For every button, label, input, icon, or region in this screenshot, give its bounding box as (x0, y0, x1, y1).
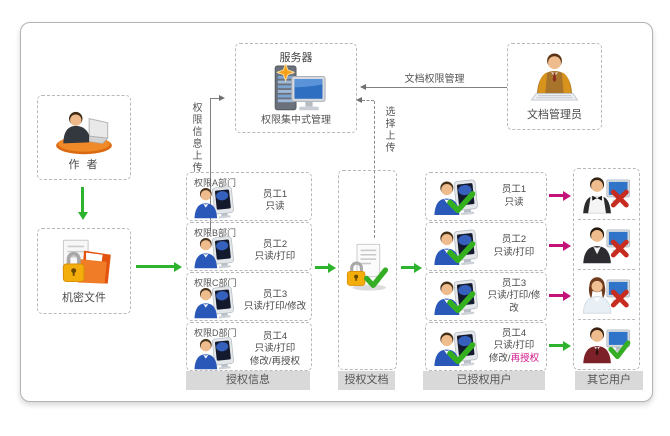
authorized-user-row-1: 员工1 只读 (425, 172, 547, 221)
row-divider (578, 219, 635, 220)
server-box: 服务器 权限集中式管理 (235, 43, 357, 133)
confidential-file-box: 机密文件 (37, 228, 131, 314)
confidential-file-icon (51, 238, 117, 292)
arrow-author-to-file (81, 187, 84, 212)
auth-info-footer: 授权信息 (186, 371, 310, 390)
employee-text: 员工3 只读/打印/修改 (241, 282, 309, 320)
employee-name: 员工4 (262, 330, 288, 342)
employee-name: 员工1 (501, 184, 527, 195)
dept-label: 权限A部门 (194, 178, 237, 188)
dept-label: 权限B部门 (194, 228, 237, 238)
authorized-user-row-2: 员工2 只读/打印 (425, 222, 547, 271)
employee-text: 员工4 只读/打印 修改/再授权 (241, 329, 309, 370)
employee-name: 员工2 (262, 238, 288, 250)
employee-text: 员工2 只读/打印 (484, 223, 544, 270)
dept-label: 权限C部门 (194, 278, 237, 288)
auth-info-row-d: 权限D部门 员工4 只读/打印 修改/再授权 (186, 322, 312, 371)
confidential-file-label: 机密文件 (62, 292, 106, 304)
server-caption: 权限集中式管理 (261, 115, 331, 126)
select-upload-line-v (374, 101, 375, 238)
employee-name: 员工3 (262, 288, 288, 300)
employee-name: 员工1 (262, 188, 288, 200)
employee-text: 员工3 只读/打印/修改 (484, 273, 544, 320)
author-label: 作 者 (68, 159, 100, 171)
employee-name: 员工4 (501, 327, 527, 339)
author-box: 作 者 (37, 95, 131, 180)
arrow-denied-2 (549, 244, 563, 247)
perm-info-upload-label: 权限信息上传 (190, 102, 201, 174)
employee-perms: 只读/打印 (254, 251, 296, 262)
denied-user-woman-icon (580, 275, 632, 314)
other-users-box (573, 168, 640, 370)
employee-device-icon (192, 285, 238, 319)
arrow-doc-to-users (401, 266, 414, 269)
employee-text: 员工4 只读/打印 修改/再授权 (484, 323, 544, 370)
denied-user-vest-icon (580, 225, 632, 264)
authorized-user-row-3: 员工3 只读/打印/修改 (425, 272, 547, 321)
arrow-denied-3 (549, 294, 563, 297)
employee-name: 员工3 (501, 277, 527, 289)
employee-device-icon (192, 185, 238, 219)
employee-perms: 只读/打印/修改 (487, 290, 541, 314)
select-upload-label: 选择上传 (383, 106, 394, 154)
doc-perm-manage-label: 文档权限管理 (404, 74, 465, 85)
employee-device-check-icon (432, 278, 482, 316)
employee-perms: 只读/打印 (493, 246, 535, 258)
doc-perm-arrowhead-icon (360, 83, 366, 90)
authorized-users-footer: 已授权用户 (423, 371, 545, 390)
locked-doc-check-icon (343, 241, 392, 293)
select-upload-line-h (362, 100, 374, 101)
arrow-file-to-authinfo (136, 265, 174, 268)
allowed-user-suit-icon (580, 325, 632, 364)
employee-perms: 只读/打印 (493, 340, 535, 352)
employee-text: 员工2 只读/打印 (241, 232, 309, 270)
employee-text: 员工1 只读 (484, 173, 544, 220)
other-users-footer: 其它用户 (575, 371, 643, 390)
denied-user-waiter-icon (580, 175, 632, 214)
author-icon (51, 106, 117, 156)
perm-upload-line-h (210, 98, 220, 99)
select-upload-arrowhead-icon (356, 96, 362, 103)
row-divider (578, 319, 635, 320)
employee-device-check-icon (432, 178, 482, 216)
doc-perm-line (366, 87, 507, 88)
arrow-denied-1 (549, 194, 563, 197)
arrow-authinfo-to-doc (315, 266, 328, 269)
employee-perms: 只读 (504, 196, 524, 208)
perm-upload-arrowhead-icon (219, 94, 225, 101)
employee-device-icon (192, 235, 238, 269)
employee-perms-2: 修改/再授权 (249, 355, 301, 367)
server-icon (262, 64, 330, 118)
perm-plain: 修改/ (488, 352, 511, 364)
dept-label: 权限D部门 (194, 328, 237, 338)
doc-admin-icon (525, 51, 584, 103)
employee-perms: 只读/打印/修改 (243, 301, 307, 312)
employee-device-check-icon (432, 228, 482, 266)
authorized-user-row-4: 员工4 只读/打印 修改/再授权 (425, 322, 547, 371)
employee-perms: 只读/打印 (254, 343, 296, 355)
server-title: 服务器 (279, 52, 313, 64)
auth-info-row-a: 权限A部门 员工1 只读 (186, 172, 312, 221)
employee-perms: 只读 (265, 201, 285, 212)
doc-admin-label: 文档管理员 (527, 109, 582, 121)
auth-doc-box (338, 170, 397, 370)
doc-admin-box: 文档管理员 (507, 43, 602, 130)
employee-device-icon (192, 336, 238, 370)
auth-info-row-b: 权限B部门 员工2 只读/打印 (186, 222, 312, 271)
employee-perms-2: 修改/再授权 (484, 353, 544, 366)
auth-doc-footer: 授权文档 (338, 371, 395, 390)
row-divider (578, 269, 635, 270)
auth-info-row-c: 权限C部门 员工3 只读/打印/修改 (186, 272, 312, 321)
employee-name: 员工2 (501, 234, 527, 245)
arrow-allowed-4 (549, 344, 563, 347)
employee-text: 员工1 只读 (241, 182, 309, 220)
employee-device-check-icon (432, 329, 482, 367)
perm-highlight: 再授权 (510, 352, 540, 364)
perm-upload-line-v (210, 98, 211, 230)
